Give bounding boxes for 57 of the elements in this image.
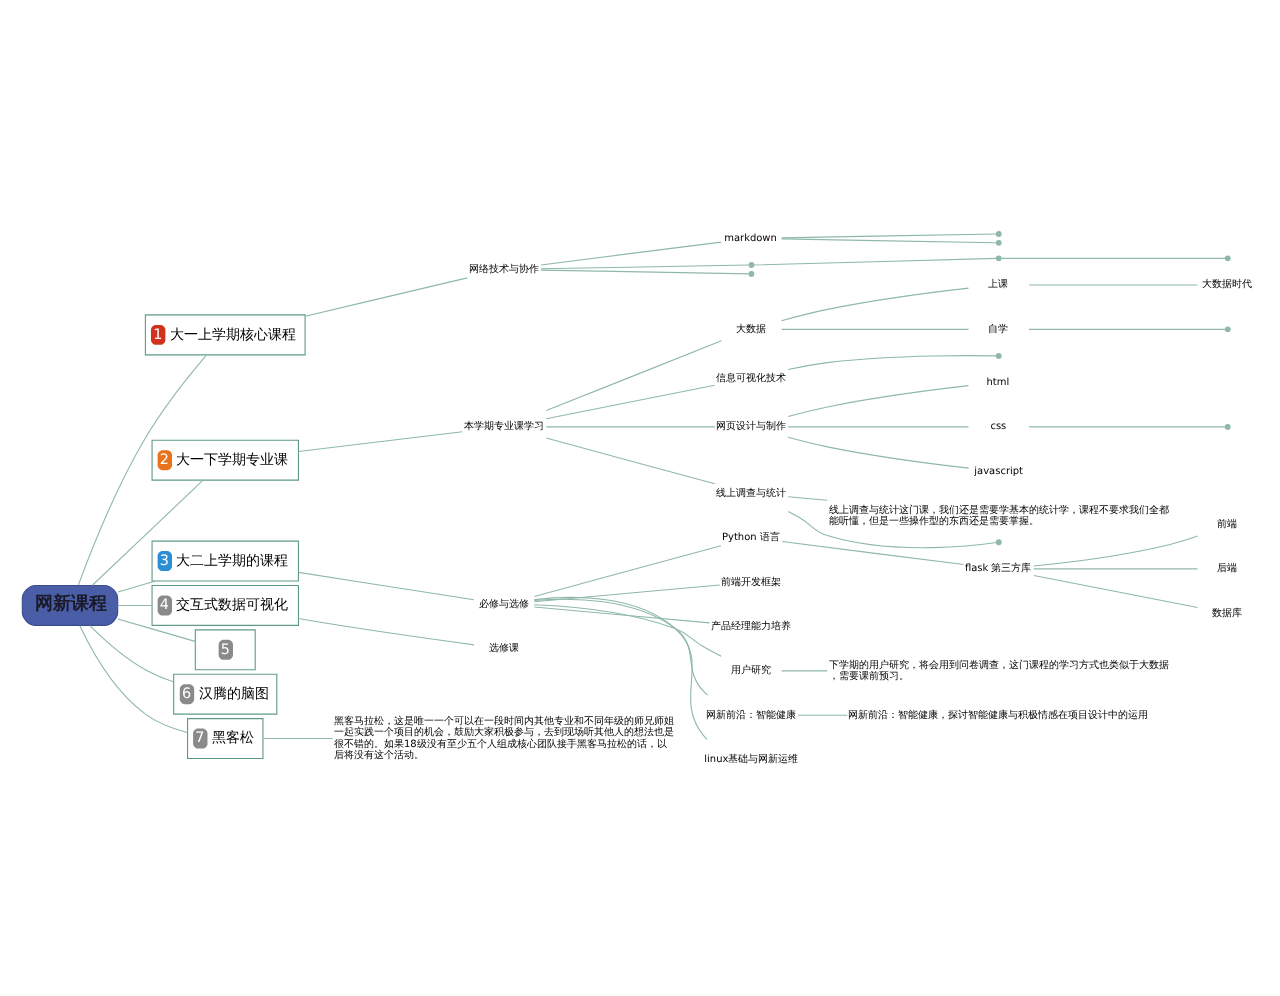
connector — [1028, 425, 1226, 427]
node-point — [748, 269, 755, 276]
connector — [781, 669, 828, 671]
connector — [304, 276, 468, 316]
connector — [780, 286, 970, 321]
connector — [545, 425, 716, 427]
node-point — [995, 238, 1002, 245]
connector — [77, 353, 207, 585]
connector — [540, 268, 750, 274]
connector — [1033, 573, 1199, 608]
node-point — [995, 538, 1002, 545]
connector — [1033, 534, 1199, 566]
node-point — [995, 230, 1002, 236]
connector — [545, 436, 716, 484]
connector — [787, 354, 997, 370]
connector — [298, 430, 463, 452]
connector — [89, 624, 174, 682]
connector — [787, 384, 970, 417]
connector — [117, 579, 156, 592]
connector — [753, 256, 997, 265]
connector — [540, 240, 722, 265]
connector — [298, 570, 475, 600]
connector — [1033, 567, 1199, 569]
connector — [1000, 256, 1226, 258]
node-point — [1224, 254, 1231, 261]
connector — [533, 605, 711, 623]
connector — [1028, 327, 1226, 329]
connector — [533, 603, 722, 656]
node-point — [1224, 422, 1231, 429]
connector — [781, 232, 997, 238]
connector — [79, 624, 188, 733]
connector — [117, 603, 153, 605]
connector — [787, 425, 970, 427]
connector — [797, 713, 848, 715]
node-point — [1224, 325, 1231, 332]
connector — [787, 435, 970, 468]
connector — [297, 617, 475, 645]
connector — [787, 495, 828, 500]
connector — [540, 263, 750, 269]
connector — [781, 540, 965, 565]
connector — [787, 509, 997, 548]
connector — [781, 237, 997, 243]
node-point — [995, 352, 1002, 358]
connector — [533, 544, 722, 596]
node-point — [995, 254, 1002, 261]
connector — [533, 597, 709, 695]
connector — [91, 478, 204, 585]
connector — [533, 583, 721, 602]
connector — [545, 339, 723, 411]
connector — [545, 383, 716, 419]
connector — [117, 617, 196, 641]
connector — [781, 327, 970, 329]
node-box: 网新课程 — [21, 583, 119, 625]
node-point — [748, 261, 755, 267]
connector — [262, 736, 334, 739]
connector — [533, 595, 708, 739]
connector — [1028, 283, 1199, 285]
